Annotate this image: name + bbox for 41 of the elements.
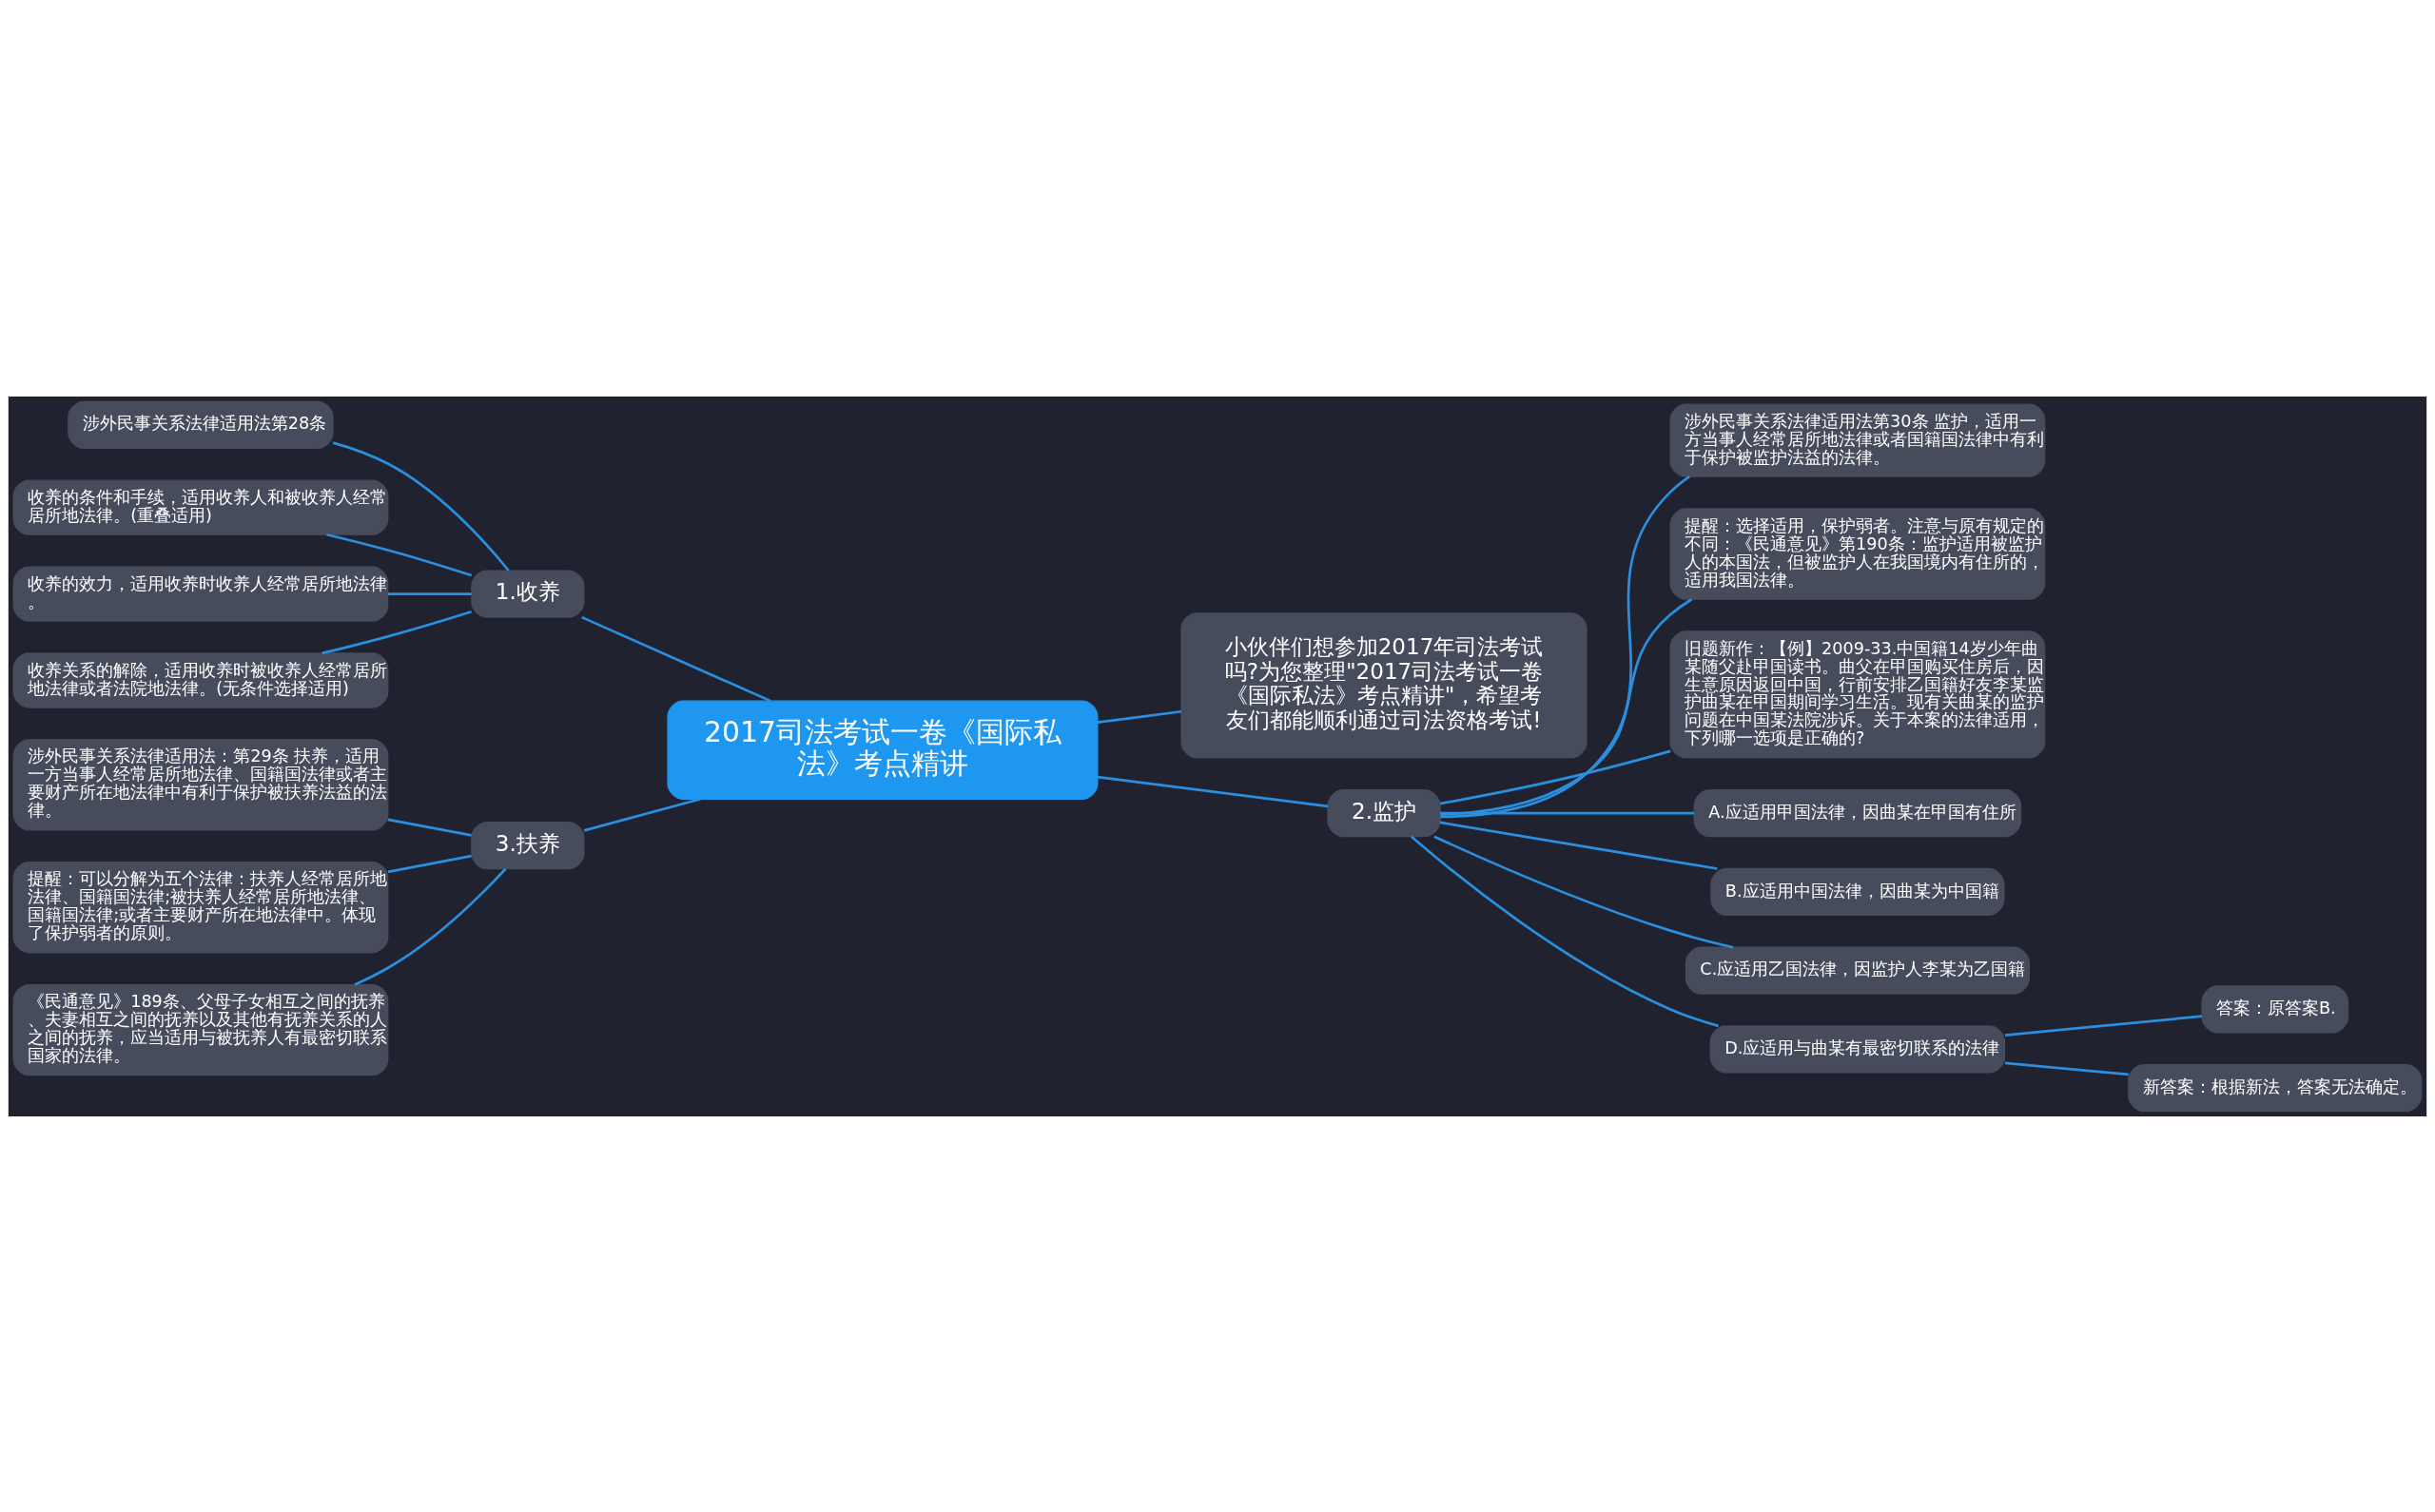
connector xyxy=(326,533,473,576)
connector xyxy=(354,867,507,986)
node-box: 2.监护 xyxy=(1327,788,1441,837)
connector xyxy=(332,440,510,572)
connector xyxy=(1440,597,1693,816)
connector xyxy=(1440,475,1691,818)
connector xyxy=(1097,709,1182,724)
connector xyxy=(1439,821,1718,870)
node-box: 2017司法考试一卷《国际私法》考点精讲 xyxy=(667,700,1099,800)
node-box: 提醒：可以分解为五个法律：扶养人经常居所地法律、国籍国法律;被扶养人经常居所地法律、国籍国法律;或者主要财产所在地法律中。体现了保护弱者的原则。 xyxy=(12,861,389,953)
connector xyxy=(387,818,472,837)
connector xyxy=(1440,811,1695,815)
node-box: B.应适用中国法律，因曲某为中国籍 xyxy=(1710,867,2005,916)
node-box: D.应适用与曲某有最密切联系的法律 xyxy=(1709,1024,2006,1074)
connector xyxy=(583,797,701,832)
node-box: 3.扶养 xyxy=(471,821,585,869)
node-box: 涉外民事关系法律适用法第30条 监护，适用一方当事人经常居所地法律或者国籍国法律中有利于保护被监护法益的法律。 xyxy=(1669,402,2046,477)
node-box: 提醒：选择适用，保护弱者。注意与原有规定的不同：《民通意见》第190条：监护适用被监护人的本国法，但被监护人在我国境内有住所的，适用我国法律。 xyxy=(1669,507,2046,600)
node-box: 《民通意见》189条、父母子女相互之间的抚养、夫妻相互之间的抚养以及其他有抚养关系的人之间的抚养，应当适用与被抚养人有最密切联系国家的法律。 xyxy=(12,983,389,1076)
node-box: 收养关系的解除，适用收养时被收养人经常居所地法律或者法院地法律。(无条件选择适用) xyxy=(12,651,389,708)
node-box: 小伙伴们想参加2017年司法考试吗?为您整理"2017司法考试一卷《国际私法》考点精讲"，希望考友们都能顺利通过司法资格考试! xyxy=(1180,611,1588,759)
node-box: C.应适用乙国法律，因监护人李某为乙国籍 xyxy=(1685,946,2030,995)
node-box: A.应适用甲国法律，因曲某在甲国有住所 xyxy=(1693,788,2022,837)
connector xyxy=(2004,1014,2203,1037)
connector xyxy=(1411,835,1719,1027)
connector xyxy=(581,615,771,702)
node-box: 1.收养 xyxy=(471,569,585,618)
connector xyxy=(321,610,472,654)
connector xyxy=(1433,834,1734,949)
connector xyxy=(387,591,472,595)
node-box: 旧题新作：【例】2009-33.中国籍14岁少年曲某随父赴甲国读书。曲父在甲国购买住房后，因生意原因返回中国，行前安排乙国籍好友李某监护曲某在甲国期间学习生活。现有关曲某的监护问题在中国某法院涉诉。关于本案的法律适用，下列哪一选项是正确的? xyxy=(1669,630,2046,759)
connector xyxy=(2004,1060,2129,1076)
node-box: 收养的条件和手续，适用收养人和被收养人经常居所地法律。(重叠适用) xyxy=(12,479,389,535)
node-box: 涉外民事关系法律适用法第28条 xyxy=(68,400,334,449)
connector xyxy=(1097,775,1328,807)
connector xyxy=(1439,749,1671,804)
node-box: 收养的效力，适用收养时收养人经常居所地法律。 xyxy=(12,565,389,622)
node-box: 涉外民事关系法律适用法：第29条 扶养，适用一方当事人经常居所地法律、国籍国法律或者主要财产所在地法律中有利于保护被扶养法益的法律。 xyxy=(12,738,389,830)
node-box: 新答案：根据新法，答案无法确定。 xyxy=(2128,1063,2423,1112)
connector xyxy=(387,854,472,873)
node-box: 答案：原答案B. xyxy=(2201,984,2349,1033)
